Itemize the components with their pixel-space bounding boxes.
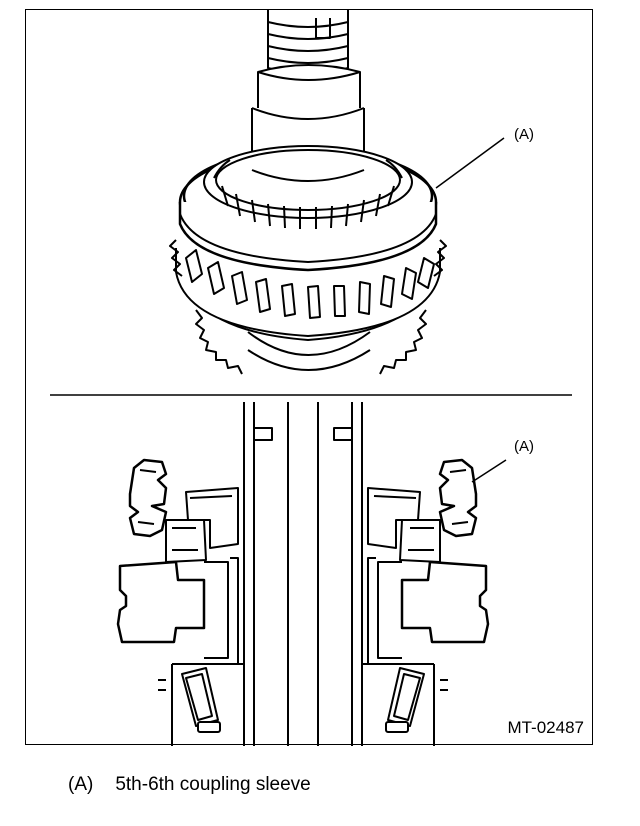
legend: (A) 5th-6th coupling sleeve: [68, 774, 311, 796]
coupling-sleeve-top: [178, 145, 438, 272]
transmission-illustration: [50, 10, 572, 746]
callout-label-top: (A): [514, 126, 534, 143]
callout-leader-bottom: [471, 459, 507, 483]
legend-text: 5th-6th coupling sleeve: [115, 774, 311, 795]
callout-label-bottom: (A): [514, 438, 534, 455]
coupling-sleeve-section-right: [367, 458, 478, 563]
bearing-section-right: [361, 663, 448, 746]
gear-section-right: [367, 557, 490, 665]
figure-id: MT-02487: [507, 718, 584, 737]
legend-key: (A): [68, 774, 94, 795]
figure-frame: (A) (A) MT-02487: [25, 9, 593, 746]
bearing-section-left: [158, 663, 245, 746]
callout-leader-top: [435, 137, 505, 189]
gear-section-left: [116, 557, 239, 665]
top-gear-assembly: [169, 10, 505, 375]
center-shaft: [243, 402, 363, 746]
helical-gear: [169, 239, 447, 341]
coupling-sleeve-section-left: [128, 458, 239, 563]
lower-gear-outline: [195, 309, 427, 375]
cross-section-view: [116, 402, 507, 746]
